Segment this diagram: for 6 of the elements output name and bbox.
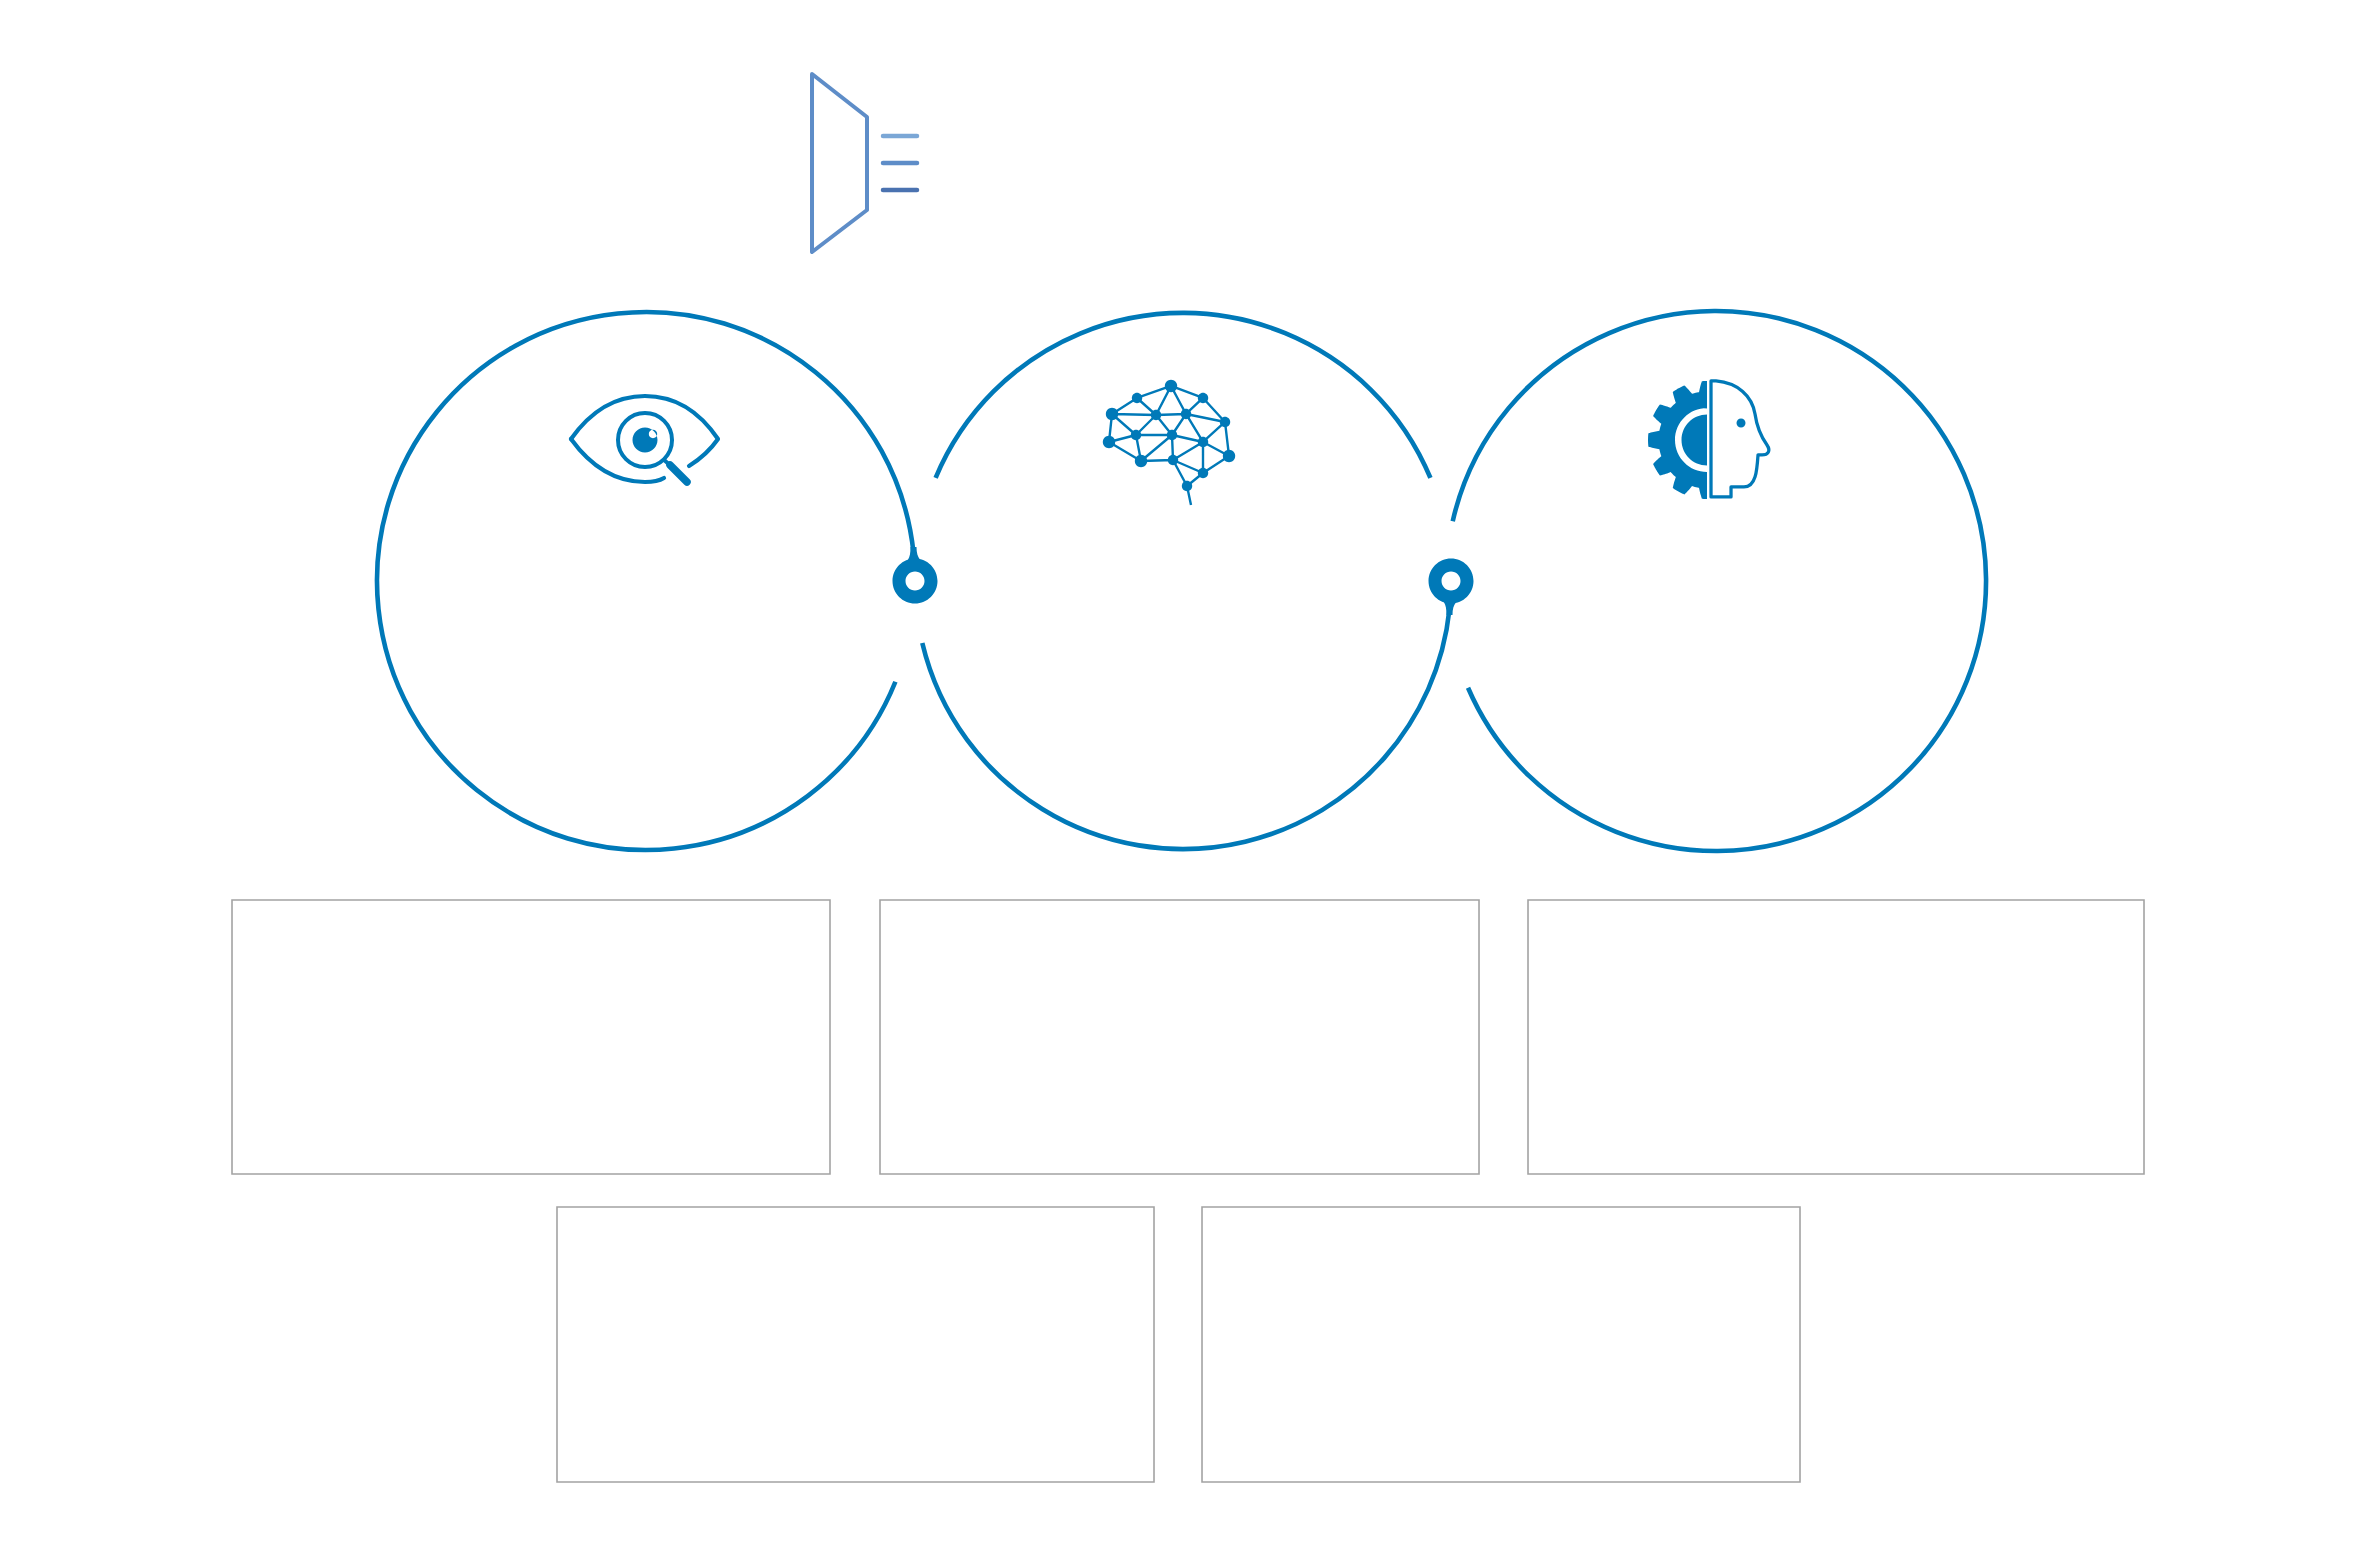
- empty-box: [231, 899, 831, 1175]
- empty-box: [556, 1206, 1155, 1483]
- empty-box: [1201, 1206, 1801, 1483]
- circle: [920, 310, 1452, 852]
- empty-box: [879, 899, 1480, 1175]
- empty-box: [1527, 899, 2145, 1175]
